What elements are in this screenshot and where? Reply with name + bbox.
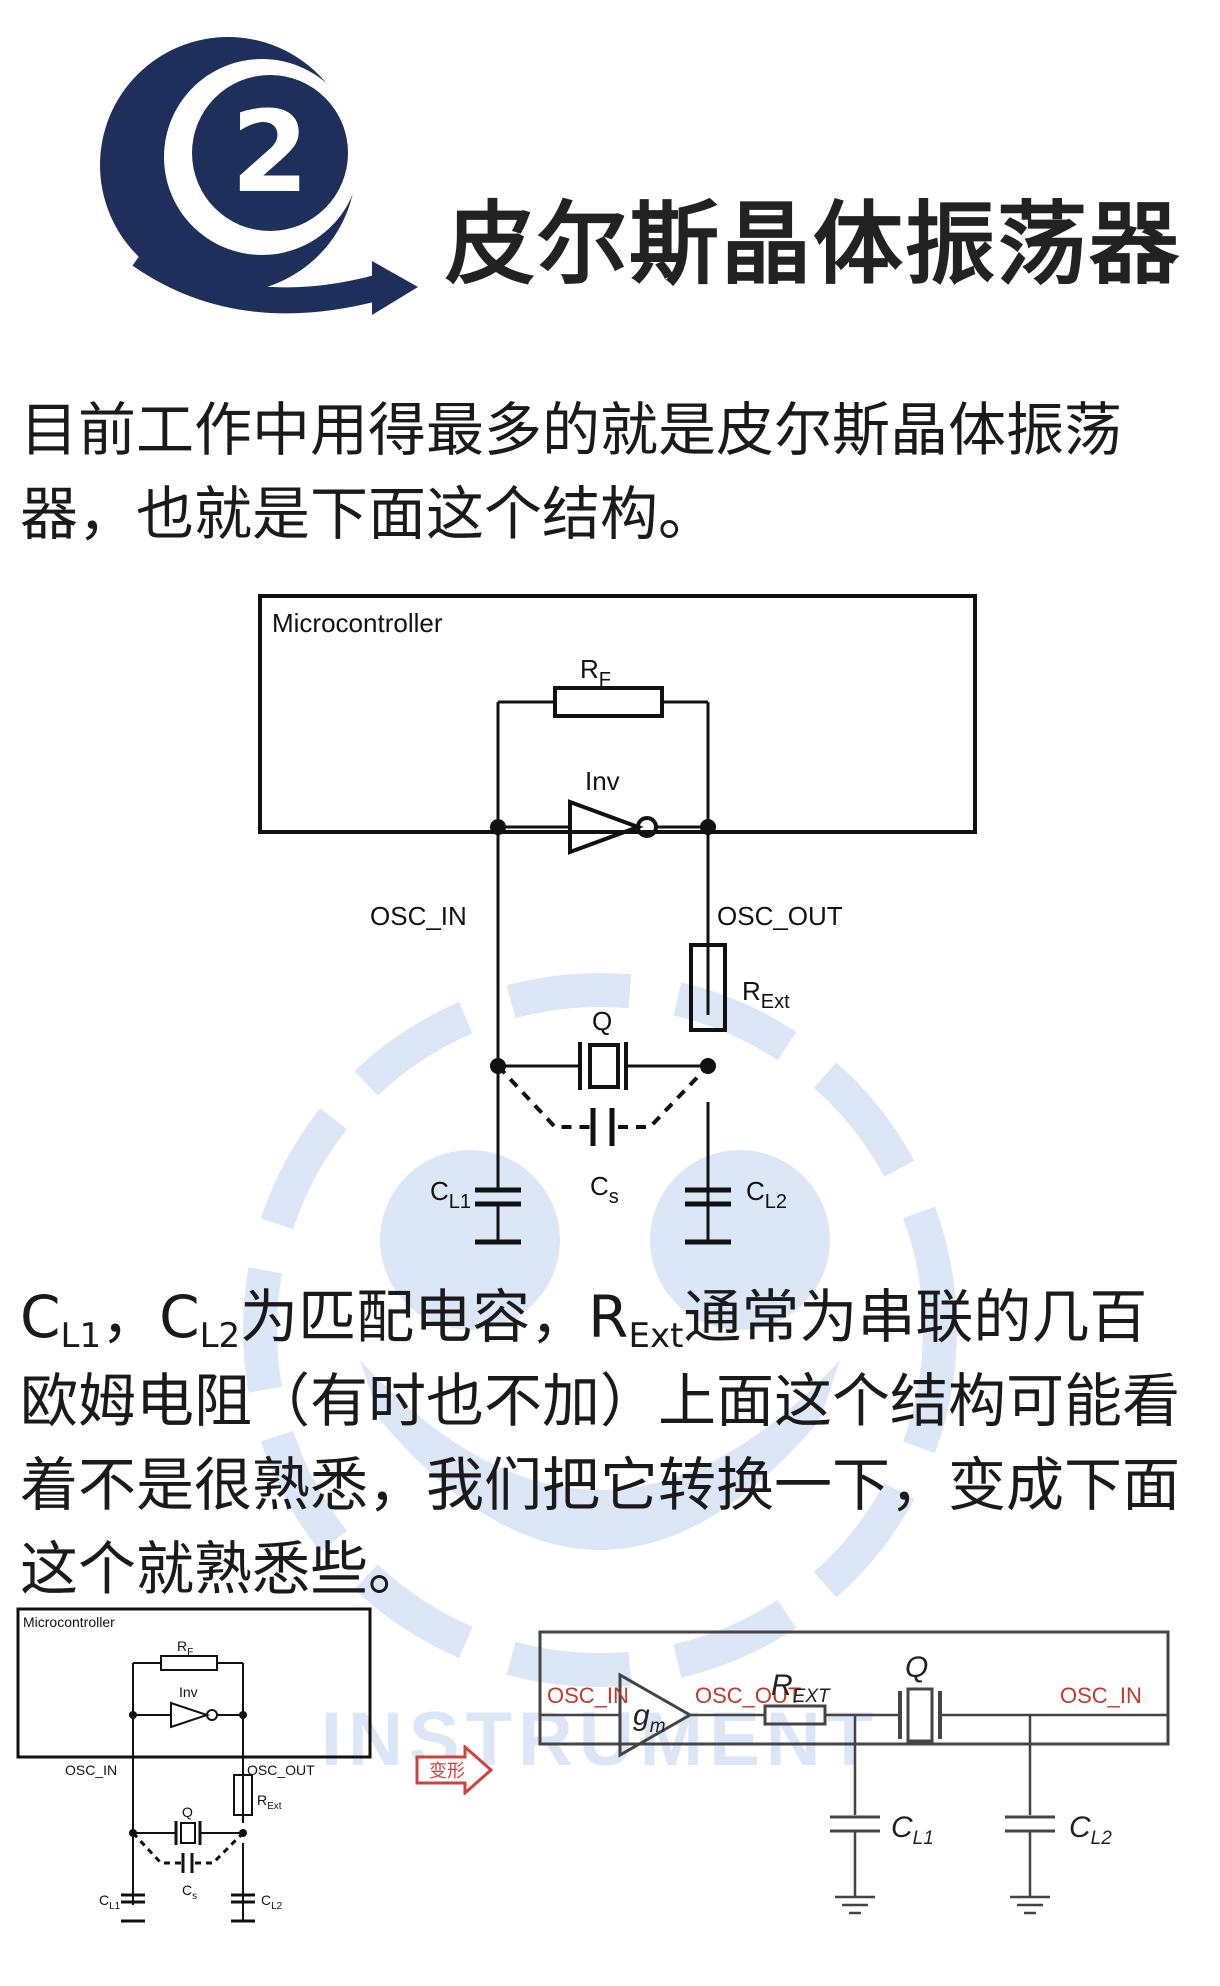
cl2-text: ，C: [101, 1283, 200, 1351]
cs-label: C: [590, 1171, 609, 1201]
cl1-text: C: [20, 1283, 61, 1351]
osc-in-right-label: OSC_IN: [1060, 1683, 1142, 1708]
arrow-right-icon: [415, 1745, 494, 1795]
svg-text:RF: RF: [177, 1638, 193, 1658]
intro-paragraph: 目前工作中用得最多的就是皮尔斯晶体振荡器，也就是下面这个结构。: [20, 396, 1123, 548]
svg-text:RF: RF: [580, 654, 611, 691]
svg-text:REXT: REXT: [771, 1669, 831, 1707]
page-title: 皮尔斯晶体振荡器: [445, 192, 1181, 297]
cl1-label: C: [430, 1176, 449, 1206]
cl1-text-sub: L1: [60, 1316, 102, 1356]
small-inv-label: Inv: [179, 1684, 198, 1700]
small-rext-label: R: [257, 1792, 267, 1808]
cl2-label-2-sub: L2: [1091, 1828, 1113, 1849]
small-rf-label-sub: F: [187, 1647, 193, 1658]
svg-text:RExt: RExt: [742, 976, 790, 1013]
crystal-q: [588, 1043, 620, 1089]
svg-text:CL2: CL2: [261, 1892, 283, 1912]
rext-resistor-2: [763, 1704, 827, 1726]
cl1-label-2: C: [891, 1811, 913, 1844]
q-label-2: Q: [905, 1651, 928, 1684]
cl2-label-sub: L2: [765, 1191, 787, 1213]
q-label: Q: [592, 1006, 612, 1036]
gm-label: g: [633, 1699, 650, 1732]
svg-text:gm: gm: [633, 1699, 666, 1737]
svg-text:Cs: Cs: [182, 1882, 197, 1902]
rf-resistor: [553, 686, 664, 718]
cl2-text-sub: L2: [199, 1316, 241, 1356]
osc-out-label: OSC_OUT: [717, 901, 843, 931]
equivalent-circuit-diagram: OSC_IN OSC_OUT OSC_IN gm REXT Q CL1 CL2: [535, 1625, 1175, 1930]
gm-label-sub: m: [650, 1716, 666, 1737]
osc-in-label: OSC_IN: [370, 901, 467, 931]
svg-text:CL1: CL1: [99, 1892, 121, 1912]
cl2-label-2: C: [1069, 1811, 1091, 1844]
rext-label-2-sub: EXT: [793, 1686, 831, 1707]
rext-label: R: [742, 976, 761, 1006]
small-q-label: Q: [182, 1804, 193, 1820]
small-cl1-label: C: [99, 1892, 109, 1908]
arrow-icon: [372, 261, 418, 315]
rext-label-sub: Ext: [761, 991, 790, 1013]
cl1-label-2-sub: L1: [913, 1828, 934, 1849]
rext-text: 为匹配电容，R: [240, 1283, 629, 1351]
svg-text:CL1: CL1: [891, 1811, 934, 1849]
logo-number: 2: [231, 88, 309, 218]
explanation-rest: 通常为串联的几百欧姆电阻（有时也不加）上面这个结构可能看着不是很熟悉，我们把它转…: [20, 1283, 1181, 1603]
svg-text:CL1: CL1: [430, 1176, 471, 1213]
small-osc-in-label: OSC_IN: [65, 1762, 117, 1778]
transform-label: 变形: [429, 1761, 465, 1781]
small-rf-label: R: [177, 1638, 187, 1654]
small-pierce-diagram: Microcontroller RF Inv OSC_IN OSC_OUT RE…: [15, 1605, 375, 1925]
watermark-text: INSTRUMENT: [321, 1697, 879, 1782]
pierce-oscillator-diagram: Microcontroller RF Inv OSC_IN OSC_OUT RE…: [250, 590, 990, 1250]
explanation-paragraph: CL1，CL2为匹配电容，RExt通常为串联的几百欧姆电阻（有时也不加）上面这个…: [20, 1275, 1200, 1611]
small-cs-label-sub: s: [192, 1891, 197, 1902]
logo-swoosh: [132, 244, 384, 314]
svg-text:CL2: CL2: [1069, 1811, 1112, 1849]
rext-label-2: R: [771, 1669, 793, 1702]
cs-dashed-path: [496, 1064, 590, 1129]
gm-amplifier-symbol: [618, 1672, 694, 1758]
osc-out-label-2: OSC_OUT: [695, 1683, 801, 1708]
small-cs-label: C: [182, 1882, 192, 1898]
inv-label: Inv: [585, 766, 620, 796]
small-cl2-label: C: [261, 1892, 271, 1908]
small-cl2-label-sub: L2: [271, 1901, 283, 1912]
rext-text-sub: Ext: [628, 1316, 684, 1356]
transform-arrow: 变形: [415, 1745, 495, 1795]
svg-text:RExt: RExt: [257, 1792, 282, 1812]
small-rext-label-sub: Ext: [267, 1801, 282, 1812]
rf-label: R: [580, 654, 599, 684]
logo-badge: 2: [100, 37, 418, 315]
microcontroller-box: [258, 594, 977, 834]
cl2-label: C: [746, 1176, 765, 1206]
inverter-symbol: [568, 799, 644, 855]
rext-resistor: [689, 943, 727, 1032]
small-microcontroller-label: Microcontroller: [23, 1614, 115, 1630]
cl1-label-sub: L1: [449, 1191, 471, 1213]
osc-in-left-label: OSC_IN: [547, 1683, 629, 1708]
svg-text:CL2: CL2: [746, 1176, 787, 1213]
crystal-q-2: [906, 1687, 934, 1743]
small-cl1-label-sub: L1: [109, 1901, 121, 1912]
svg-text:Cs: Cs: [590, 1171, 619, 1208]
small-osc-out-label: OSC_OUT: [247, 1762, 315, 1778]
cs-label-sub: s: [609, 1186, 619, 1208]
microcontroller-label: Microcontroller: [272, 608, 443, 638]
rf-label-sub: F: [599, 669, 611, 691]
logo-inner-circle: [192, 75, 348, 231]
